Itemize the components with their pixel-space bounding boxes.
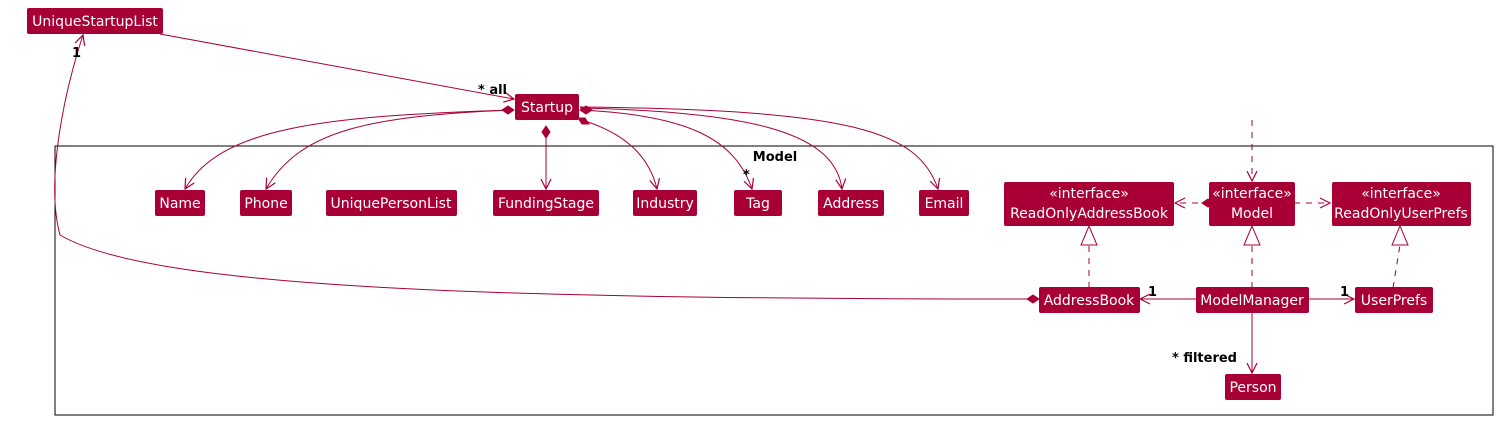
realization-triangles	[1080, 224, 1409, 246]
triangle-readonlyuserprefs	[1391, 224, 1409, 246]
multiplicity-tag: *	[743, 168, 750, 183]
composition-diamonds	[501, 105, 1215, 304]
triangle-readonlyaddressbook	[1080, 224, 1098, 246]
diamond-startup-right	[579, 105, 593, 115]
class-label: Address	[823, 196, 879, 212]
class-name: Name	[155, 190, 205, 216]
role-all-startups: * all	[478, 83, 507, 98]
interface-read-only-user-prefs: «interface» ReadOnlyUserPrefs	[1332, 182, 1471, 226]
class-box	[818, 190, 884, 216]
class-label: AddressBook	[1044, 293, 1135, 309]
triangle-model	[1243, 224, 1261, 246]
edge-labels: 1 * all * 1 1 * filtered	[72, 46, 1349, 366]
class-box	[1039, 287, 1140, 313]
class-box	[155, 190, 205, 216]
class-unique-startup-list: UniqueStartupList	[27, 8, 163, 34]
class-box	[734, 190, 782, 216]
class-box	[515, 94, 579, 120]
class-box	[919, 190, 969, 216]
class-label: Email	[925, 196, 964, 212]
class-label: ReadOnlyAddressBook	[1010, 206, 1169, 222]
class-industry: Industry	[633, 190, 697, 216]
class-unique-person-list: UniquePersonList	[326, 190, 457, 216]
multiplicity-startup-list: 1	[72, 46, 81, 61]
class-startup: Startup	[515, 94, 579, 120]
edge-addressbook-startuplist	[54, 35, 1034, 300]
class-box	[27, 8, 163, 34]
class-person: Person	[1225, 374, 1281, 400]
package-frame	[54, 145, 1494, 416]
diamond-startup-bottom	[541, 125, 551, 139]
class-box	[1225, 374, 1281, 400]
class-label: Phone	[244, 196, 287, 212]
edge-startuplist-startup	[159, 33, 514, 99]
class-label: ReadOnlyUserPrefs	[1334, 206, 1468, 222]
class-address: Address	[818, 190, 884, 216]
class-box	[1355, 287, 1433, 313]
diamond-addressbook	[1026, 294, 1040, 304]
class-label: UniquePersonList	[331, 196, 452, 212]
edge-startup-phone	[266, 109, 513, 189]
class-label: Tag	[745, 196, 770, 212]
stereotype-label: «interface»	[1212, 186, 1292, 202]
edge-startup-email	[579, 106, 938, 189]
diamond-startup-lower-right	[577, 117, 590, 125]
class-box	[1209, 182, 1295, 226]
class-label: ModelManager	[1200, 293, 1304, 309]
class-funding-stage: FundingStage	[493, 190, 599, 216]
stereotype-label: «interface»	[1361, 186, 1441, 202]
class-box	[240, 190, 292, 216]
role-filtered-persons: * filtered	[1172, 351, 1237, 366]
class-label: FundingStage	[498, 196, 594, 212]
class-tag: Tag	[734, 190, 782, 216]
class-label: Model	[1231, 206, 1273, 222]
class-box	[1332, 182, 1471, 226]
class-address-book: AddressBook	[1039, 287, 1140, 313]
package-model: Model	[54, 145, 1494, 416]
multiplicity-address-book: 1	[1148, 285, 1157, 300]
class-label: Name	[159, 196, 200, 212]
edge-startup-tag	[579, 109, 752, 189]
edge-startup-name	[185, 109, 513, 189]
class-box	[1196, 287, 1309, 313]
edge-startup-industry	[581, 119, 657, 189]
diamond-startup-left	[501, 105, 515, 115]
class-label: UserPrefs	[1361, 293, 1427, 309]
stereotype-label: «interface»	[1049, 186, 1129, 202]
class-box	[326, 190, 457, 216]
class-phone: Phone	[240, 190, 292, 216]
class-model-manager: ModelManager	[1196, 287, 1309, 313]
class-box	[1004, 182, 1174, 226]
class-label: Person	[1229, 380, 1276, 396]
class-label: Startup	[521, 100, 573, 116]
edge-userprefs-realizes	[1392, 244, 1401, 289]
class-box	[633, 190, 697, 216]
class-box	[493, 190, 599, 216]
edge-startup-address	[579, 107, 842, 189]
class-label: UniqueStartupList	[32, 14, 158, 30]
class-email: Email	[919, 190, 969, 216]
package-title: Model	[753, 150, 797, 165]
class-label: Industry	[636, 196, 694, 212]
class-user-prefs: UserPrefs	[1355, 287, 1433, 313]
interface-model: «interface» Model	[1209, 182, 1295, 226]
multiplicity-user-prefs: 1	[1340, 285, 1349, 300]
interface-read-only-address-book: «interface» ReadOnlyAddressBook	[1004, 182, 1174, 226]
